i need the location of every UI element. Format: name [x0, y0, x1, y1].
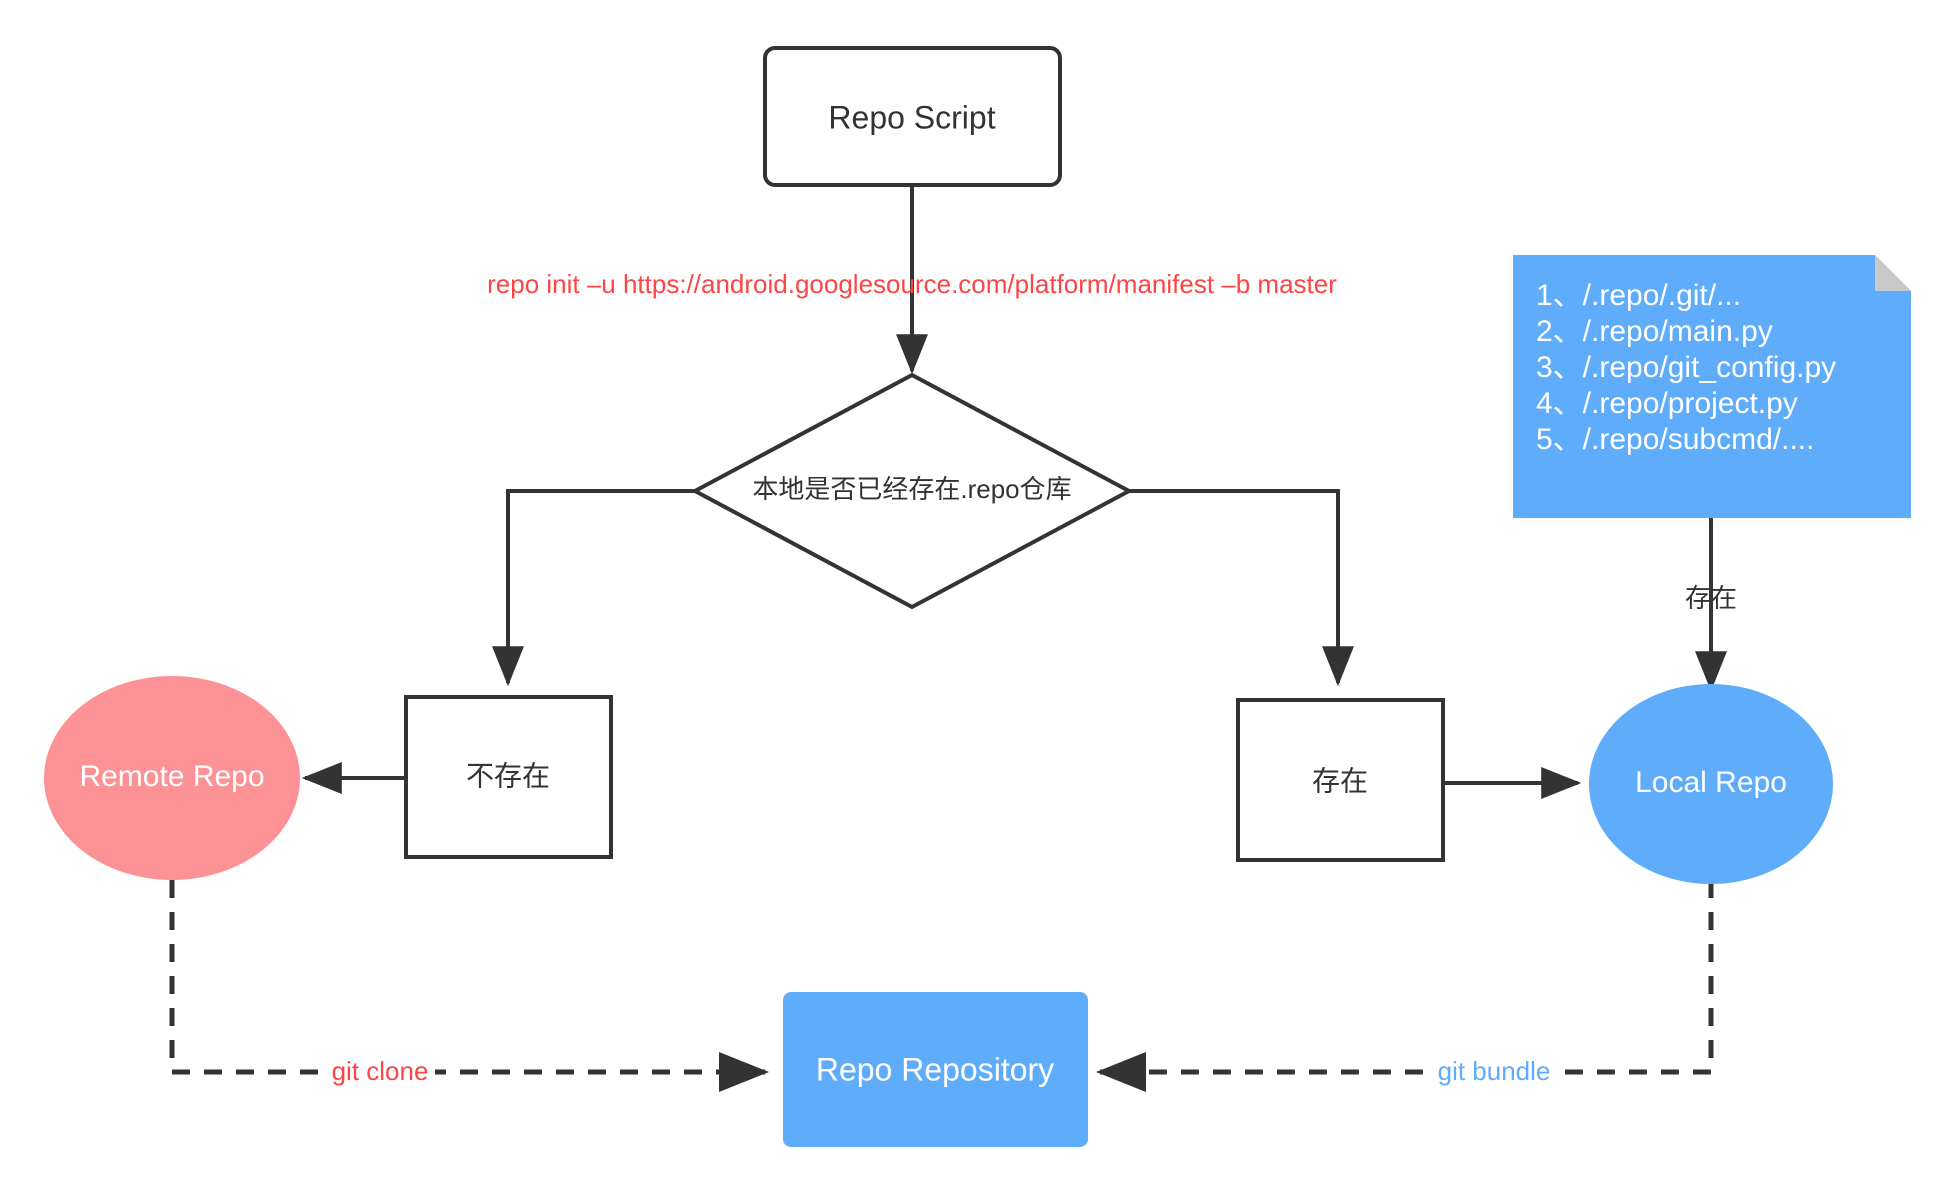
- note-fold-corner-icon: [1875, 255, 1911, 291]
- repo-script-label: Repo Script: [828, 99, 995, 135]
- edge-local-repo-to-repo-repository: [1095, 880, 1714, 1092]
- edge-decision-to-exists: [1129, 489, 1354, 687]
- local-repo-label: Local Repo: [1635, 766, 1787, 799]
- note-line-1: 1、/.repo/.git/...: [1536, 279, 1741, 312]
- not-exists-box: [404, 695, 613, 859]
- git-bundle-label: git bundle: [1438, 1056, 1551, 1086]
- not-exists-label: 不存在: [466, 760, 550, 791]
- edge-remote-repo-to-repo-repository: [169, 880, 770, 1092]
- node-decision[interactable]: 本地是否已经存在.repo仓库: [690, 372, 1134, 610]
- note-line-4: 4、/.repo/project.py: [1536, 387, 1798, 420]
- node-repo-script[interactable]: Repo Script: [763, 46, 1062, 187]
- node-note[interactable]: 1、/.repo/.git/... 2、/.repo/main.py 3、/.r…: [1513, 255, 1911, 518]
- note-to-local-label: 存在: [1685, 583, 1737, 613]
- decision-label: 本地是否已经存在.repo仓库: [752, 474, 1071, 504]
- remote-repo-ellipse: [44, 676, 300, 880]
- note-line-5: 5、/.repo/subcmd/....: [1536, 423, 1814, 456]
- repo-repository-box: [783, 992, 1088, 1147]
- git-bundle-label-group: git bundle: [1430, 1056, 1560, 1088]
- repo-init-command-label: repo init –u https://android.googlesourc…: [487, 269, 1337, 299]
- exists-box: [1236, 698, 1445, 862]
- node-exists[interactable]: 存在: [1236, 698, 1445, 862]
- node-local-repo[interactable]: Local Repo: [1589, 684, 1833, 884]
- repo-script-box: [763, 46, 1062, 187]
- git-clone-label: git clone: [332, 1056, 429, 1086]
- note-line-2: 2、/.repo/main.py: [1536, 315, 1773, 348]
- repo-repository-label: Repo Repository: [816, 1051, 1054, 1087]
- git-clone-label-bg: [325, 1056, 435, 1088]
- exists-label: 存在: [1312, 765, 1368, 796]
- node-remote-repo[interactable]: Remote Repo: [44, 676, 300, 880]
- node-repo-repository[interactable]: Repo Repository: [783, 992, 1088, 1147]
- git-clone-label-group: git clone: [325, 1056, 435, 1088]
- node-not-exists[interactable]: 不存在: [404, 695, 613, 859]
- local-repo-ellipse: [1589, 684, 1833, 884]
- decision-diamond: [690, 372, 1134, 610]
- remote-repo-label: Remote Repo: [79, 760, 264, 793]
- git-bundle-label-bg: [1430, 1056, 1560, 1088]
- note-body: [1513, 255, 1911, 518]
- edge-decision-to-not-exists: [492, 489, 695, 687]
- note-line-3: 3、/.repo/git_config.py: [1536, 351, 1836, 384]
